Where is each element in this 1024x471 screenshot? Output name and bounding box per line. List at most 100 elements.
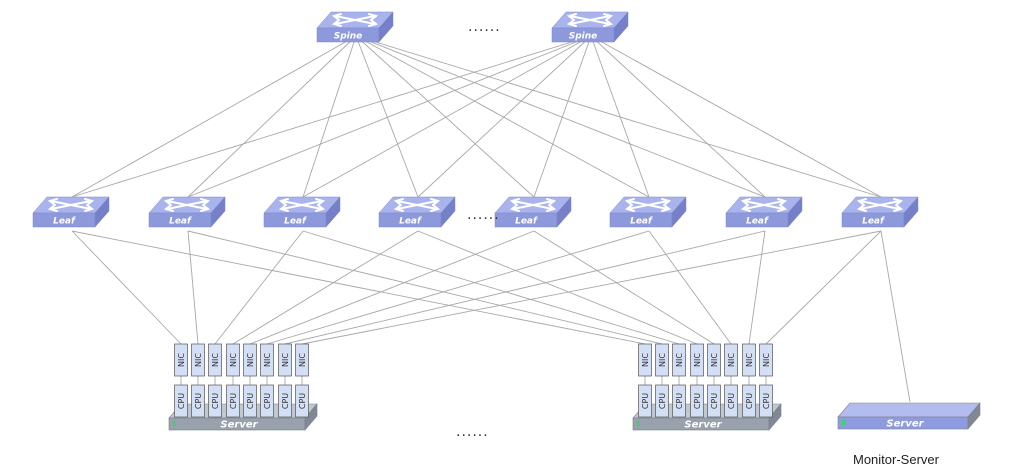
spine0-leaf4-link [355, 35, 535, 198]
switch-side-face [94, 196, 110, 228]
spine1-leaf5-link [590, 35, 650, 198]
server-1-nic-1-label: NIC [658, 353, 667, 367]
switch-arrows-icon [509, 198, 557, 212]
server-1-nic-6-label: NIC [745, 353, 754, 367]
switch-arrows-icon [163, 198, 211, 212]
server-1-nic-1: NIC [655, 343, 669, 377]
leaf6-server0-nic6-link [284, 230, 766, 345]
server-0-nic-6-label: NIC [281, 353, 290, 367]
server-1-cpu-5-label: CPU [727, 393, 736, 409]
server-1-cpu-0: CPU [638, 384, 652, 418]
nodes-layer: ServerNICCPUNICCPUNICCPUNICCPUNICCPUNICC… [32, 11, 981, 431]
leaf-switch-2: Leaf [263, 196, 341, 228]
leaf7-monitor-link [880, 230, 911, 403]
spine1-leaf0-link [71, 35, 592, 198]
server-1-nic-7-label: NIC [762, 353, 771, 367]
server-1-nic-2-box [672, 343, 686, 377]
server-0-cpu-4-box [243, 384, 257, 418]
spine0-leaf5-link [355, 35, 650, 198]
leaf1-server0-nic1-link [187, 230, 199, 345]
server-1-nic-2: NIC [672, 343, 686, 377]
switch-arrows-icon [566, 13, 614, 27]
leaf-switch-4-label: Leaf [515, 217, 538, 227]
server-0-label: Server [220, 420, 258, 431]
switch-side-face [210, 196, 226, 228]
switch-side-face [787, 196, 803, 228]
leaf-switch-0-label: Leaf [53, 217, 76, 227]
leaf-switch-7-label: Leaf [862, 217, 885, 227]
server-0-nic-1-box [191, 343, 205, 377]
switch-arrows-icon [624, 198, 672, 212]
status-led-icon [842, 420, 845, 425]
server-1-nic-2-label: NIC [675, 353, 684, 367]
spine0-leaf7-link [355, 35, 882, 198]
server-0-cpu-0-box [174, 384, 188, 418]
leaf-ellipsis: ...... [467, 207, 500, 223]
spine-switch-1-label: Spine [569, 32, 598, 42]
server-0-cpu-3: CPU [226, 384, 240, 418]
server-0-cpu-7: CPU [295, 384, 309, 418]
leaf7-server1-nic7-link [765, 230, 882, 345]
switch-arrows-icon [47, 198, 95, 212]
server-1-nic-7-box [759, 343, 773, 377]
server-0-nic-3-box [226, 343, 240, 377]
server-1-cpu-4: CPU [707, 384, 721, 418]
leaf0-server0-nic0-link [71, 230, 182, 345]
server-0-nic-3-label: NIC [229, 353, 238, 367]
status-led-icon [637, 421, 640, 426]
server-1-nic-0-label: NIC [641, 353, 650, 367]
server-0-nic-5: NIC [260, 343, 274, 377]
server-1-label: Server [684, 420, 722, 431]
leaf-switch-1: Leaf [148, 196, 226, 228]
server-ellipsis: ...... [456, 424, 489, 440]
leaf-switch-6: Leaf [725, 196, 803, 228]
server-1-nic-4: NIC [707, 343, 721, 377]
leaf-switch-0: Leaf [32, 196, 110, 228]
switch-side-face [556, 196, 572, 228]
spine1-leaf7-link [590, 35, 882, 198]
server-0-cpu-1: CPU [191, 384, 205, 418]
monitor-server-top [837, 402, 981, 418]
server-0-cpu-5-label: CPU [263, 393, 272, 409]
switch-arrows-icon [740, 198, 788, 212]
leaf-switch-5-label: Leaf [630, 217, 653, 227]
server-1-nic-4-label: NIC [710, 353, 719, 367]
spine-switch-0: Spine [316, 11, 394, 43]
server-0-cpu-6: CPU [278, 384, 292, 418]
server-0-nic-3: NIC [226, 343, 240, 377]
server-0-cpu-2-box [208, 384, 222, 418]
server-0-nic-6-box [278, 343, 292, 377]
switch-side-face [378, 11, 394, 43]
server-0-side [304, 403, 318, 431]
spine1-leaf4-link [533, 35, 592, 198]
server-0-nic-0-box [174, 343, 188, 377]
leaf-switch-5: Leaf [609, 196, 687, 228]
server-0-cpu-5-box [260, 384, 274, 418]
server-0-nic-4: NIC [243, 343, 257, 377]
switch-arrows-icon [331, 13, 379, 27]
links-layer [71, 35, 911, 403]
server-1-cpu-3-box [690, 384, 704, 418]
monitor-server-label: Server [886, 419, 924, 430]
server-1-nic-1-box [655, 343, 669, 377]
server-1-cpu-7: CPU [759, 384, 773, 418]
server-0-nic-1-label: NIC [194, 353, 203, 367]
server-0-nic-5-box [260, 343, 274, 377]
server-1-cpu-2: CPU [672, 384, 686, 418]
leaf1-server1-nic1-link [187, 230, 663, 345]
spine1-leaf6-link [590, 35, 766, 198]
server-0-cpu-6-label: CPU [281, 393, 290, 409]
switch-arrows-icon [856, 198, 904, 212]
server-0-cpu-4-label: CPU [246, 393, 255, 409]
server-1-side [768, 403, 782, 431]
leaf-switch-6-label: Leaf [746, 217, 769, 227]
switch-side-face [440, 196, 456, 228]
server-0-cpu-2: CPU [208, 384, 222, 418]
server-1-cpu-0-label: CPU [641, 393, 650, 409]
server-1-cpu-7-label: CPU [762, 393, 771, 409]
server-0-nic-0: NIC [174, 343, 188, 377]
server-0-nic-7-label: NIC [298, 353, 307, 367]
leaf0-server1-nic0-link [71, 230, 646, 345]
server-0-cpu-0: CPU [174, 384, 188, 418]
leaf3-server1-nic3-link [417, 230, 698, 345]
